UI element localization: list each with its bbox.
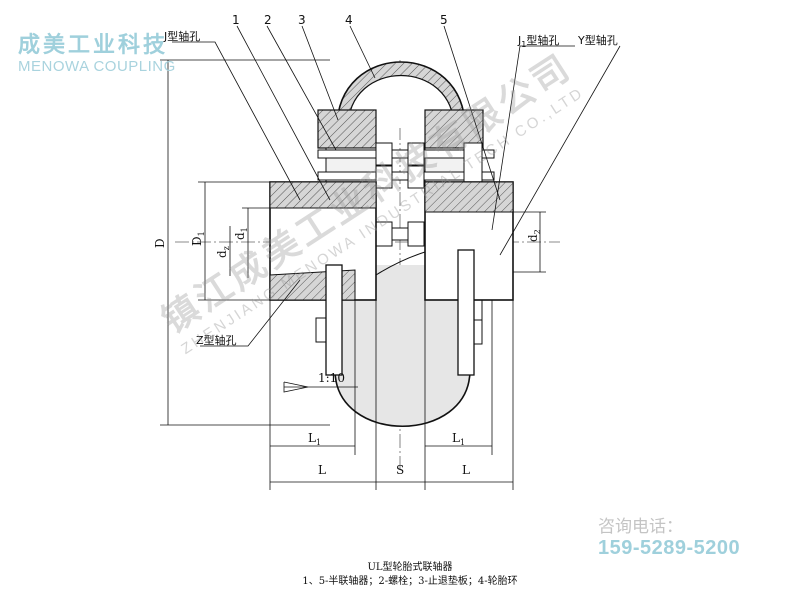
brand-logo: 成美工业科技 MENOWA COUPLING xyxy=(18,34,176,76)
label-d2: d2 xyxy=(526,229,542,242)
label-L-left: L xyxy=(318,463,326,477)
label-L1-left: L1 xyxy=(308,431,321,447)
leader-y-bore xyxy=(499,45,621,256)
bolt-middle xyxy=(371,221,429,247)
contact-block: 咨询电话： 159-5289-5200 xyxy=(598,512,740,560)
bolt-upper xyxy=(317,142,495,189)
label-y-bore: Y型轴孔 xyxy=(577,33,618,47)
label-d1: d1 xyxy=(233,227,249,240)
label-D1: D1 xyxy=(190,231,206,246)
figure-legend: 1、5-半联轴器；2-螺栓；3-止退垫板；4-轮胎环 xyxy=(302,576,518,587)
contact-label: 咨询电话： xyxy=(598,517,683,537)
leader-j1-bore xyxy=(491,45,575,231)
label-D: D xyxy=(153,238,167,248)
label-taper: 1:10 xyxy=(318,371,345,385)
leader-part4 xyxy=(349,25,376,79)
label-part3: 3 xyxy=(298,13,306,27)
contact-phone[interactable]: 159-5289-5200 xyxy=(598,537,741,559)
label-L1-right: L1 xyxy=(452,431,465,447)
figure-title: UL型轮胎式联轴器 xyxy=(367,562,453,573)
shaft-step xyxy=(375,251,426,276)
leader-j-bore xyxy=(172,41,301,201)
label-part5: 5 xyxy=(440,13,448,27)
label-S: S xyxy=(396,463,404,477)
label-j1-bore: J1型轴孔 xyxy=(517,33,559,49)
label-part1: 1 xyxy=(232,13,240,27)
label-j-bore: J型轴孔 xyxy=(163,29,200,43)
label-z-bore: Z型轴孔 xyxy=(196,333,237,347)
leader-part3 xyxy=(301,25,339,121)
clamp-block-right xyxy=(424,109,484,149)
clamp-block-left xyxy=(317,109,377,149)
tire-ring-lower xyxy=(334,265,471,427)
label-part4: 4 xyxy=(345,13,353,27)
leader-z-bore xyxy=(200,279,301,347)
label-part2: 2 xyxy=(264,13,272,27)
left-hub-section-top xyxy=(269,181,377,209)
leader-part1 xyxy=(236,25,331,201)
leader-part5 xyxy=(443,25,501,201)
leader-part2 xyxy=(266,25,337,151)
right-hub-section-top xyxy=(424,181,514,213)
right-flange xyxy=(457,249,475,376)
label-L-right: L xyxy=(462,463,470,477)
brand-name-en: MENOWA COUPLING xyxy=(18,58,176,75)
brand-name-cn: 成美工业科技 xyxy=(18,33,169,58)
label-dz: dz xyxy=(215,246,231,258)
left-flange xyxy=(325,264,343,376)
